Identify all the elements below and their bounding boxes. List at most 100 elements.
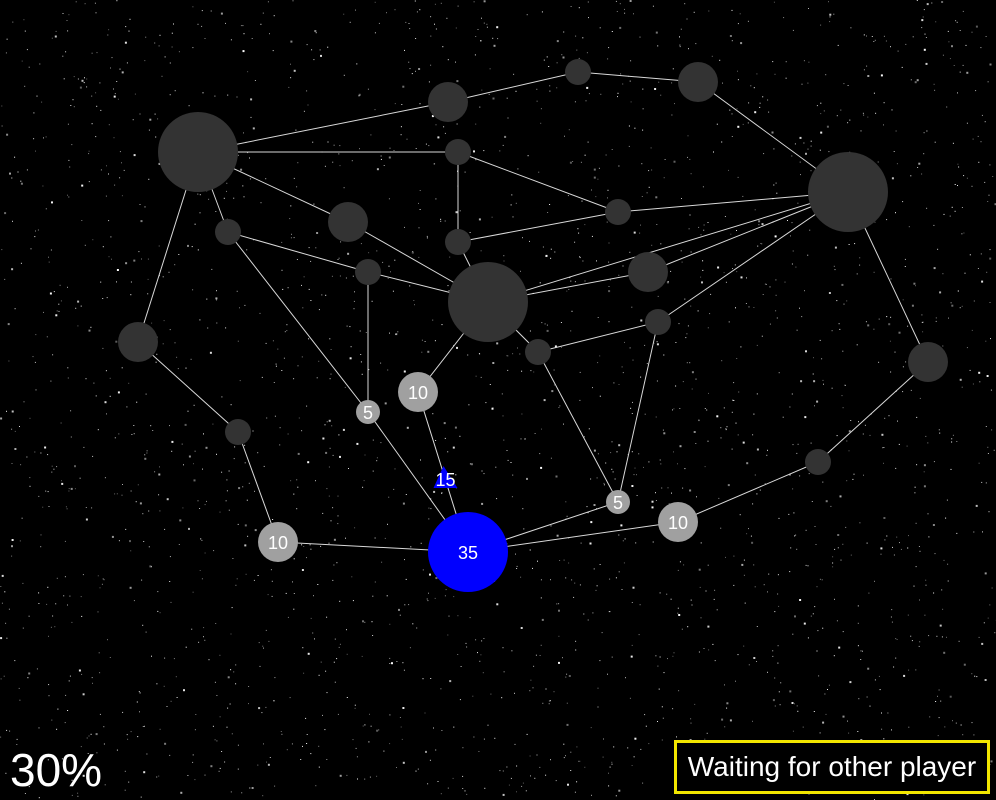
- planet-unexplored[interactable]: [565, 59, 591, 85]
- star: [50, 626, 52, 628]
- star: [691, 388, 693, 390]
- star: [422, 678, 424, 680]
- star: [569, 161, 572, 164]
- star: [193, 463, 194, 465]
- planet-body[interactable]: [445, 139, 471, 165]
- planet-neutral[interactable]: 5: [606, 490, 630, 514]
- planet-unexplored[interactable]: [118, 322, 158, 362]
- star: [720, 427, 722, 429]
- planet-unexplored[interactable]: [428, 82, 468, 122]
- planet-body[interactable]: [805, 449, 831, 475]
- planet-unexplored[interactable]: [215, 219, 241, 245]
- planet-unexplored[interactable]: [225, 419, 251, 445]
- star: [187, 244, 189, 247]
- star: [435, 124, 437, 126]
- star: [632, 401, 633, 403]
- planet-body[interactable]: [398, 372, 438, 412]
- star: [534, 777, 536, 779]
- planet-body[interactable]: [355, 259, 381, 285]
- planet-neutral[interactable]: 10: [658, 502, 698, 542]
- star: [596, 260, 597, 262]
- fleet-ship-icon[interactable]: [433, 466, 458, 488]
- star: [672, 655, 674, 657]
- planet-unexplored[interactable]: [808, 152, 888, 232]
- planet-unexplored[interactable]: [445, 229, 471, 255]
- planet-neutral[interactable]: 5: [356, 400, 380, 424]
- star: [731, 40, 733, 42]
- star: [883, 462, 884, 464]
- planet-unexplored[interactable]: [158, 112, 238, 192]
- planet-body[interactable]: [908, 342, 948, 382]
- star: [768, 111, 770, 113]
- planet-unexplored[interactable]: [645, 309, 671, 335]
- planet-body[interactable]: [258, 522, 298, 562]
- planet-unexplored[interactable]: [525, 339, 551, 365]
- planet-body[interactable]: [606, 490, 630, 514]
- star: [126, 406, 128, 408]
- star: [987, 446, 989, 448]
- planet-body[interactable]: [565, 59, 591, 85]
- star: [68, 14, 70, 16]
- star: [122, 484, 123, 485]
- planet-body[interactable]: [428, 82, 468, 122]
- planet-unexplored[interactable]: [628, 252, 668, 292]
- star: [353, 308, 355, 310]
- star: [143, 771, 146, 774]
- planet-body[interactable]: [645, 309, 671, 335]
- star: [784, 281, 786, 283]
- planet-unexplored[interactable]: [678, 62, 718, 102]
- star: [139, 711, 140, 713]
- planet-unexplored[interactable]: [908, 342, 948, 382]
- planet-player[interactable]: 35: [428, 512, 508, 592]
- star: [507, 459, 509, 461]
- star: [318, 360, 320, 362]
- star: [484, 787, 486, 789]
- star: [737, 434, 739, 436]
- planet-neutral[interactable]: 10: [398, 372, 438, 412]
- star: [928, 635, 930, 637]
- planet-body[interactable]: [445, 229, 471, 255]
- star: [828, 151, 830, 153]
- planet-unexplored[interactable]: [328, 202, 368, 242]
- planet-body[interactable]: [658, 502, 698, 542]
- planet-unexplored[interactable]: [805, 449, 831, 475]
- fleet[interactable]: 15: [433, 466, 458, 490]
- planet-body[interactable]: [225, 419, 251, 445]
- star: [252, 430, 254, 432]
- planet-body[interactable]: [525, 339, 551, 365]
- planet-unexplored[interactable]: [355, 259, 381, 285]
- star: [27, 677, 29, 679]
- star: [584, 154, 586, 156]
- star: [66, 20, 68, 21]
- planet-body[interactable]: [118, 322, 158, 362]
- planet-body[interactable]: [328, 202, 368, 242]
- star: [507, 117, 509, 119]
- star: [228, 509, 230, 511]
- star: [496, 498, 498, 500]
- planet-body[interactable]: [605, 199, 631, 225]
- planet-unexplored[interactable]: [445, 139, 471, 165]
- star: [915, 566, 917, 568]
- star: [162, 343, 164, 345]
- planet-unexplored[interactable]: [605, 199, 631, 225]
- star: [248, 703, 249, 705]
- star: [61, 480, 62, 482]
- star: [446, 17, 448, 19]
- planet-body[interactable]: [356, 400, 380, 424]
- planet-body[interactable]: [628, 252, 668, 292]
- star: [605, 154, 607, 156]
- planet-unexplored[interactable]: [448, 262, 528, 342]
- planet-body[interactable]: [448, 262, 528, 342]
- planet-body[interactable]: [158, 112, 238, 192]
- star: [65, 506, 67, 508]
- star: [775, 182, 777, 184]
- planet-body[interactable]: [215, 219, 241, 245]
- star: [114, 437, 116, 439]
- star: [581, 200, 583, 202]
- planet-body[interactable]: [678, 62, 718, 102]
- star: [789, 473, 791, 476]
- planet-body[interactable]: [808, 152, 888, 232]
- planet-body[interactable]: [428, 512, 508, 592]
- planet-neutral[interactable]: 10: [258, 522, 298, 562]
